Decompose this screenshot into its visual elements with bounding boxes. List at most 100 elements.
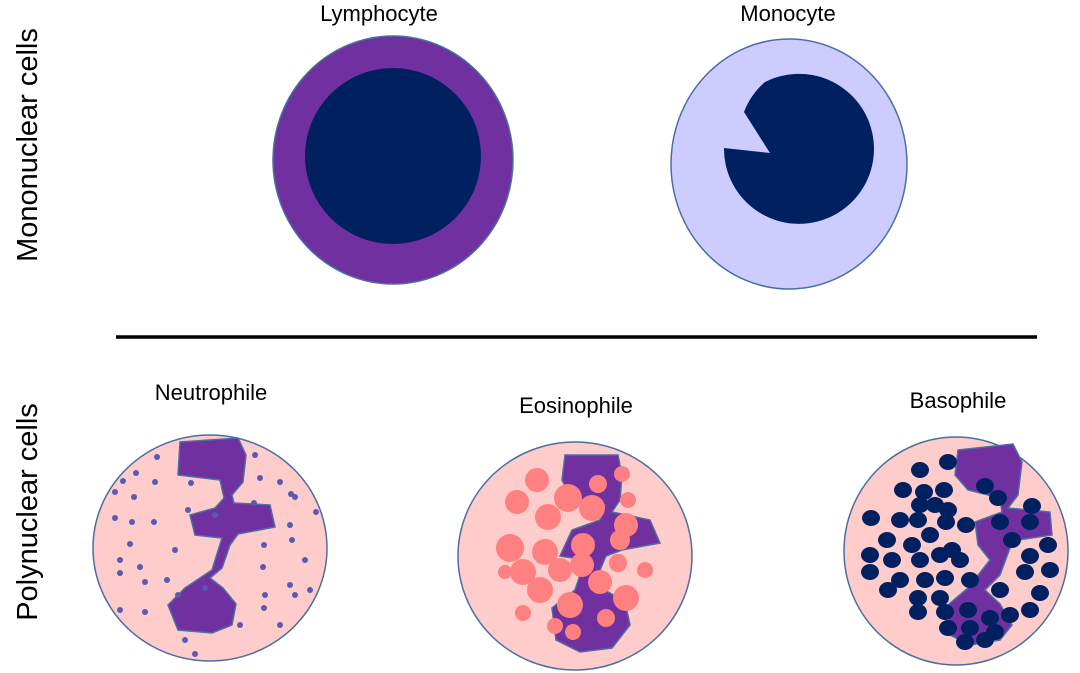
basophile-granule: [911, 497, 929, 513]
neutrophile-granule: [117, 570, 123, 576]
neutrophile-granule: [292, 494, 298, 500]
basophile-granule: [939, 502, 957, 518]
basophile-granule: [861, 564, 879, 580]
basophile-granule: [976, 478, 994, 494]
basophile-granule: [939, 454, 957, 470]
neutrophile-granule: [313, 509, 319, 515]
neutrophile-granule: [257, 475, 263, 481]
eosinophile-granule: [637, 562, 653, 578]
basophile-granule: [1003, 532, 1021, 548]
neutrophile-granule: [251, 500, 257, 506]
eosinophile-granules: [496, 466, 653, 640]
basophile-granule: [1021, 548, 1039, 564]
neutrophile-granule: [164, 577, 170, 583]
eosinophile-granule: [613, 585, 639, 611]
basophile-granule: [903, 537, 921, 553]
eosinophile-granule: [571, 533, 595, 557]
basophile-granule: [931, 547, 949, 563]
neutrophile-granules: [112, 452, 319, 657]
neutrophile-granule: [262, 592, 268, 598]
basophile-granule: [961, 620, 979, 636]
neutrophile-granule: [188, 480, 194, 486]
eosinophile-granule: [510, 559, 536, 585]
basophile-granule: [916, 572, 934, 588]
basophile-granule: [894, 482, 912, 498]
neutrophile-granule: [287, 582, 293, 588]
basophile-granule: [883, 552, 901, 568]
neutrophile-granule: [252, 452, 258, 458]
basophile-nucleus: [947, 443, 1053, 646]
neutrophile-cell: [92, 434, 328, 662]
neutrophile-label: Neutrophile: [155, 380, 268, 405]
neutrophile-granule: [142, 609, 148, 615]
basophile-granule: [911, 462, 929, 478]
neutrophile-granule: [129, 519, 135, 525]
eosinophile-granule: [597, 609, 615, 627]
neutrophile-nucleus: [167, 437, 276, 634]
lymphocyte-cell: [272, 35, 514, 285]
eosinophile-granule: [609, 554, 627, 572]
eosinophile-granule: [548, 558, 572, 582]
eosinophile-granule: [547, 618, 563, 634]
neutrophile-granule: [117, 557, 123, 563]
neutrophile-granule: [112, 489, 118, 495]
neutrophile-granule: [151, 519, 157, 525]
basophile-granule: [909, 512, 927, 528]
basophile-granule: [991, 514, 1009, 530]
basophile-granule: [1031, 585, 1049, 601]
eosinophile-granule: [579, 495, 605, 521]
neutrophile-granule: [133, 470, 139, 476]
basophile-granule: [891, 572, 909, 588]
eosinophile-granule: [565, 624, 581, 640]
basophile-granule: [961, 572, 979, 588]
neutrophile-granule: [261, 542, 267, 548]
eosinophile-granule: [570, 553, 594, 577]
lymphocyte-label: Lymphocyte: [320, 1, 438, 26]
neutrophile-granule: [192, 651, 198, 657]
neutrophile-granule: [172, 547, 178, 553]
eosinophile-granule: [496, 534, 524, 562]
neutrophile-granule: [137, 564, 143, 570]
basophile-granule: [936, 604, 954, 620]
basophile-granule: [1041, 562, 1059, 578]
basophile-granule: [911, 552, 929, 568]
neutrophile-granule: [302, 557, 308, 563]
eosinophile-granule: [589, 475, 607, 493]
neutrophile-granule: [261, 605, 267, 611]
basophile-granule: [879, 582, 897, 598]
neutrophile-granule: [131, 494, 137, 500]
neutrophile-granule: [154, 454, 160, 460]
eosinophile-granule: [610, 530, 630, 550]
basophile-granule: [1039, 537, 1057, 553]
monocyte-label: Monocyte: [740, 1, 835, 26]
eosinophile-granule: [535, 504, 561, 530]
eosinophile-granule: [557, 592, 583, 618]
basophile-granule: [957, 517, 975, 533]
basophile-granule: [1023, 498, 1041, 514]
basophile-granule: [909, 590, 927, 606]
neutrophile-granule: [175, 592, 181, 598]
eosinophile-cell: [457, 441, 693, 671]
basophile-granule: [1016, 564, 1034, 580]
monocyte-cell: [670, 38, 908, 290]
eosinophile-granule: [498, 565, 512, 579]
basophile-granule: [921, 527, 939, 543]
basophile-granule: [1021, 602, 1039, 618]
basophile-granule: [931, 590, 949, 606]
basophile-granule: [959, 602, 977, 618]
basophile-granule: [891, 512, 909, 528]
neutrophile-granule: [112, 515, 118, 521]
mononuclear-section-label: Mononuclear cells: [12, 28, 44, 262]
eosinophile-granule: [505, 490, 529, 514]
eosinophile-label: Eosinophile: [519, 393, 633, 418]
neutrophile-cytoplasm: [92, 434, 328, 662]
basophile-granule: [862, 510, 880, 526]
eosinophile-granule: [554, 484, 582, 512]
eosinophile-granule: [620, 492, 636, 508]
basophile-granule: [861, 547, 879, 563]
neutrophile-granule: [120, 478, 126, 484]
neutrophile-granule: [152, 479, 158, 485]
neutrophile-granule: [185, 507, 191, 513]
neutrophile-granule: [117, 607, 123, 613]
